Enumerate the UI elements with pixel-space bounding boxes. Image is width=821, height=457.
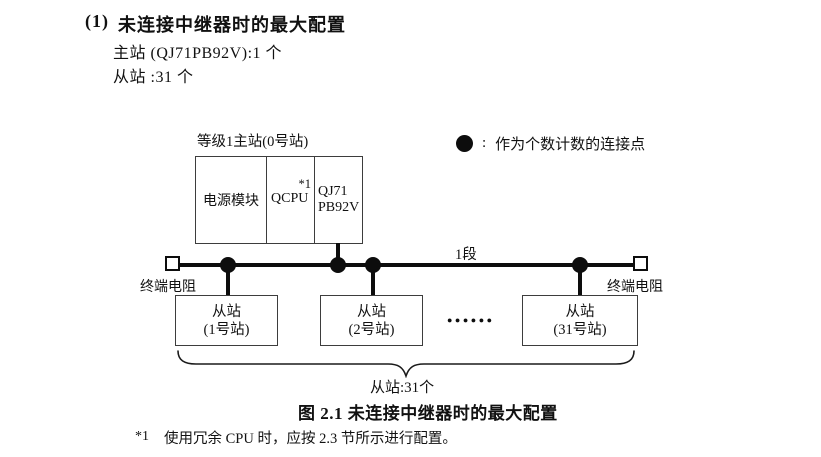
underbrace <box>177 350 635 378</box>
cpu-module-cell: *1 QCPU <box>266 157 314 243</box>
legend-label: 作为个数计数的连接点 <box>495 137 646 153</box>
legend: : 作为个数计数的连接点 <box>456 133 645 154</box>
segment-label: 1段 <box>455 247 477 263</box>
terminator-left-icon <box>165 256 180 271</box>
pb92v-label-line1: QJ71 <box>318 184 348 199</box>
cpu-module-label: QCPU <box>271 191 309 206</box>
power-module-label: 电源模块 <box>203 194 259 209</box>
section-number: (1) <box>85 11 109 31</box>
legend-separator: : <box>482 135 487 151</box>
bus-line <box>180 263 633 267</box>
figure-caption: 图 2.1 未连接中继器时的最大配置 <box>298 404 558 423</box>
section-heading: (1) 未连接中继器时的最大配置 <box>85 11 346 37</box>
slave31-drop-line <box>578 266 582 295</box>
slave-box-1: 从站 (1号站) <box>175 295 278 346</box>
connection-dot-slave1 <box>220 257 236 273</box>
slave1-title: 从站 <box>212 303 241 320</box>
master-station-label: 等级1主站(0号站) <box>197 134 309 150</box>
power-module-cell: 电源模块 <box>196 157 266 243</box>
terminator-right-icon <box>633 256 648 271</box>
pb92v-label-line2: PB92V <box>318 200 360 215</box>
master-count-line: 主站 (QJ71PB92V):1 个 <box>113 45 283 62</box>
pb92v-module-cell: QJ71 PB92V <box>314 157 362 243</box>
connection-dot-master <box>330 257 346 273</box>
slave2-drop-line <box>371 266 375 295</box>
slave-total-label: 从站:31个 <box>370 380 435 396</box>
slave31-title: 从站 <box>565 303 595 320</box>
count-dot-icon <box>456 135 473 152</box>
slave31-station: (31号站) <box>553 321 607 338</box>
ellipsis-dots: ●●●●●● <box>447 315 495 325</box>
master-drop-line <box>336 243 340 264</box>
master-station-box: 电源模块 *1 QCPU QJ71 PB92V <box>195 156 363 244</box>
footnote-ref: *1 <box>135 429 149 444</box>
slave2-station: (2号站) <box>348 321 395 338</box>
footnote-ref-superscript: *1 <box>298 177 312 191</box>
terminator-right-label: 终端电阻 <box>607 280 663 295</box>
slave2-title: 从站 <box>357 303 386 320</box>
slave-box-2: 从站 (2号站) <box>320 295 423 346</box>
slave1-drop-line <box>226 266 230 295</box>
footnote-text: 使用冗余 CPU 时，应按 2.3 节所示进行配置。 <box>164 431 457 447</box>
connection-dot-slave31 <box>572 257 588 273</box>
terminator-left-label: 终端电阻 <box>140 280 196 295</box>
connection-dot-slave2 <box>365 257 381 273</box>
slave-count-line: 从站 :31 个 <box>113 69 194 86</box>
slave1-station: (1号站) <box>203 321 250 338</box>
section-title: 未连接中继器时的最大配置 <box>118 15 346 35</box>
slave-box-31: 从站 (31号站) <box>522 295 638 346</box>
